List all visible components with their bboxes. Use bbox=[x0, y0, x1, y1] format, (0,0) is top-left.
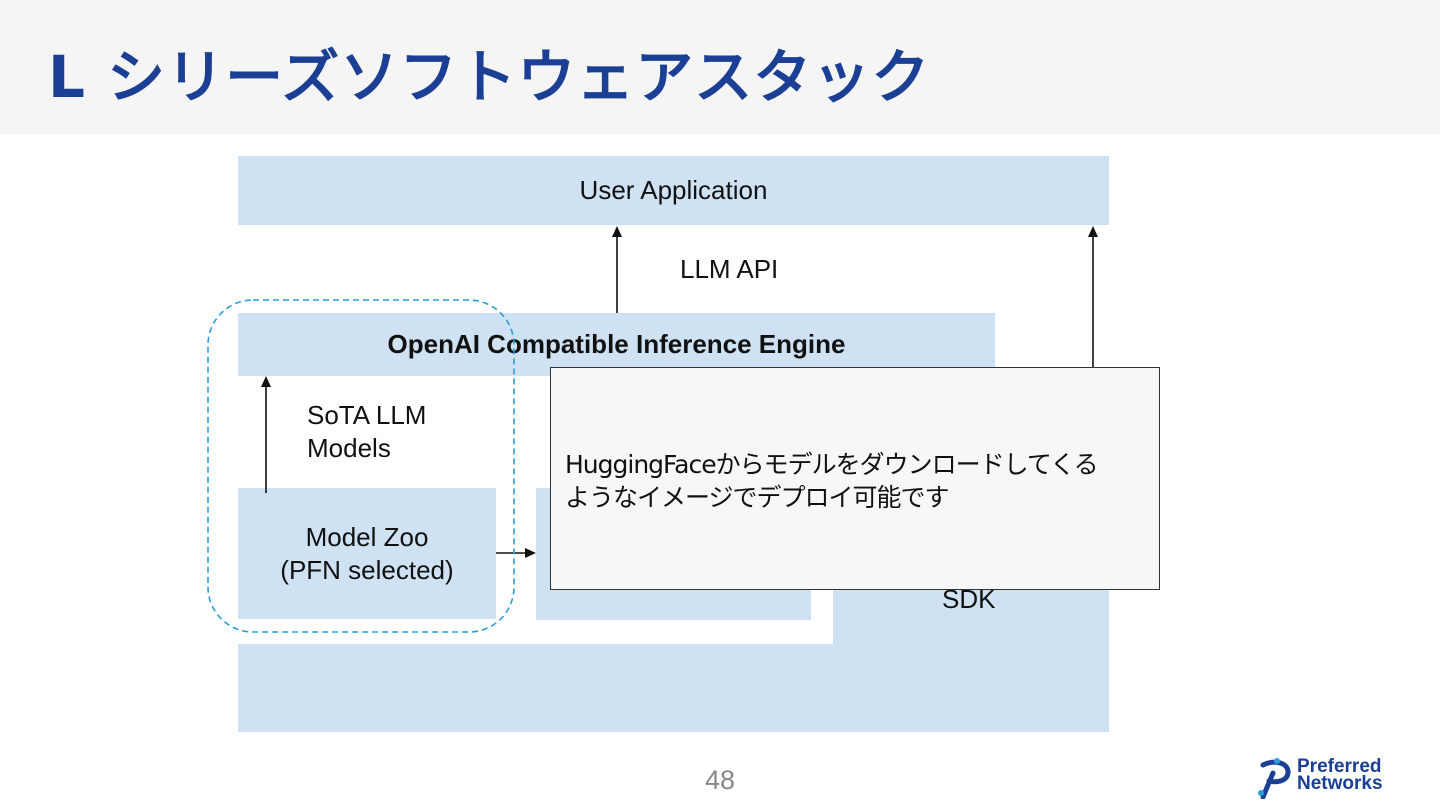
user-application-label: User Application bbox=[579, 175, 768, 205]
popup-text-line2: ようなイメージでデプロイ可能です bbox=[565, 483, 950, 512]
popup-text: HuggingFaceからモデルをダウンロードしてくる ようなイメージでデプロイ… bbox=[565, 448, 1145, 514]
slide-title: L シリーズソフトウェアスタック bbox=[48, 43, 931, 111]
page-number: 48 bbox=[704, 765, 736, 795]
inference-engine-label: OpenAI Compatible Inference Engine bbox=[387, 329, 846, 359]
arrow-model-zoo-to-engine bbox=[496, 548, 536, 558]
arrow-llm-api bbox=[612, 226, 622, 313]
inference-engine-box: OpenAI Compatible Inference Engine bbox=[238, 313, 995, 376]
arrow-sota-models bbox=[261, 376, 271, 493]
sota-models-line2: Models bbox=[307, 433, 391, 463]
slide-header: L シリーズソフトウェアスタック bbox=[0, 0, 1440, 134]
model-zoo-box: Model Zoo (PFN selected) bbox=[238, 488, 496, 619]
popup-text-line1: HuggingFaceからモデルをダウンロードしてくる bbox=[565, 450, 1099, 479]
arrow-sdk-to-app bbox=[1088, 226, 1098, 367]
info-popup: HuggingFaceからモデルをダウンロードしてくる ようなイメージでデプロイ… bbox=[550, 367, 1160, 590]
model-zoo-label-line1: Model Zoo bbox=[305, 521, 429, 552]
model-zoo-label-line2: (PFN selected) bbox=[280, 554, 454, 585]
preferred-networks-logo: Preferred Networks bbox=[1255, 757, 1425, 799]
pfn-logo-line1: Preferred bbox=[1297, 756, 1382, 777]
model-zoo-dashed-outline bbox=[207, 299, 515, 633]
pfn-logo-icon bbox=[1258, 758, 1291, 799]
user-application-box: User Application bbox=[238, 156, 1109, 225]
sota-models-label: SoTA LLM Models bbox=[307, 399, 426, 465]
sota-models-line1: SoTA LLM bbox=[307, 400, 427, 430]
sdk-box-base bbox=[238, 644, 1109, 732]
llm-api-label: LLM API bbox=[680, 254, 779, 284]
pfn-logo-line2: Networks bbox=[1297, 773, 1383, 794]
pfn-logo-text: Preferred Networks bbox=[1297, 756, 1383, 794]
